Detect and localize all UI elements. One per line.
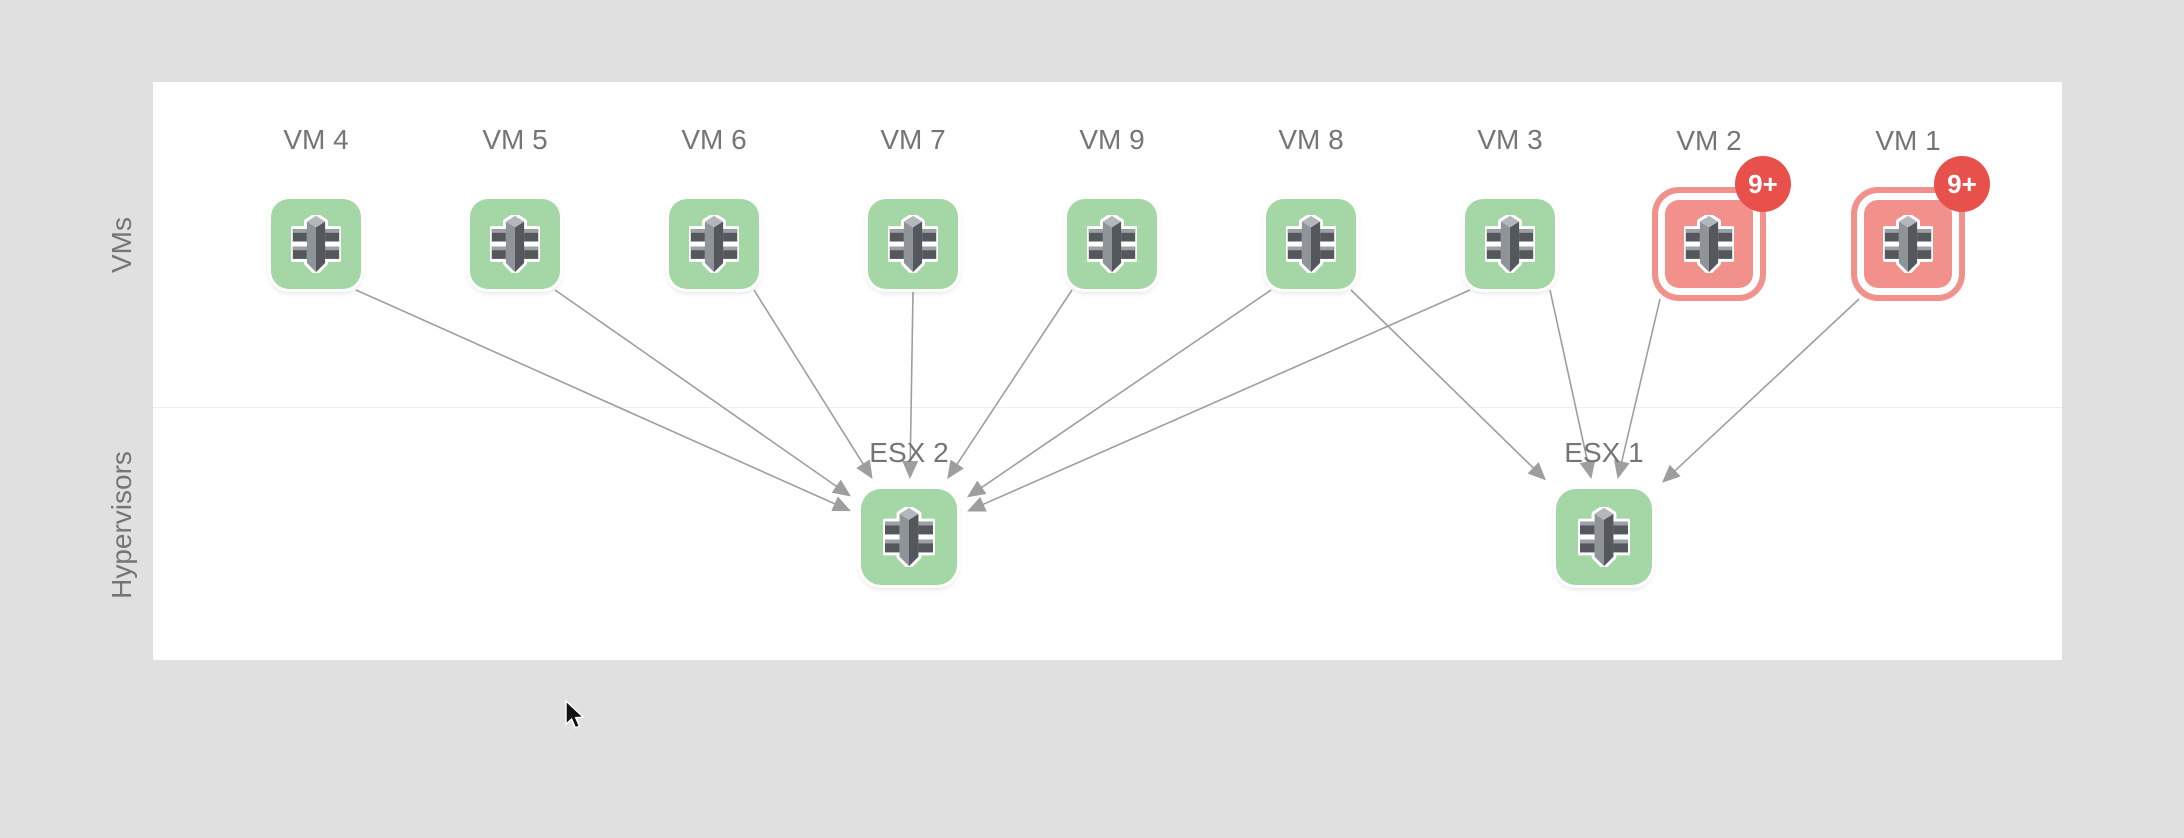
topology-node-vm1[interactable]: VM 1 — [1864, 125, 1990, 288]
node-label: VM 1 — [1875, 125, 1941, 156]
host-icon — [1684, 215, 1734, 273]
node-label: VM 6 — [681, 124, 747, 155]
node-box[interactable] — [868, 199, 958, 289]
edge-vm6-esx2 — [753, 289, 873, 479]
node-box[interactable] — [1465, 199, 1555, 289]
topology-panel: VM 4 — [153, 82, 2062, 660]
topology-node-vm4[interactable]: VM 4 — [271, 124, 361, 289]
node-box[interactable] — [1266, 199, 1356, 289]
node-box[interactable] — [861, 489, 957, 585]
host-icon — [689, 215, 739, 273]
topology-node-vm5[interactable]: VM 5 — [470, 124, 560, 289]
node-label: VM 7 — [880, 124, 946, 155]
mouse-cursor — [565, 700, 586, 729]
edge-vm8-esx1 — [1350, 289, 1546, 481]
node-box[interactable] — [470, 199, 560, 289]
node-box[interactable]: 9+ — [1864, 156, 1990, 288]
edge-vm8-esx2 — [967, 289, 1272, 498]
edge-vm5-esx2 — [554, 289, 851, 497]
topology-node-vm6[interactable]: VM 6 — [669, 124, 759, 289]
node-label: VM 4 — [283, 124, 349, 155]
topology-node-esx1[interactable]: ESX 1 — [1556, 437, 1652, 585]
node-box[interactable]: 9+ — [1665, 156, 1791, 288]
edge-vm2-esx1 — [1613, 298, 1661, 479]
alert-badge: 9+ — [1934, 156, 1990, 212]
row-divider — [153, 407, 2062, 408]
node-label: ESX 1 — [1564, 437, 1644, 468]
edge-vm3-esx2 — [967, 289, 1471, 512]
topology-node-vm8[interactable]: VM 8 — [1266, 124, 1356, 289]
edge-vm3-esx1 — [1549, 289, 1596, 479]
node-box[interactable] — [1556, 489, 1652, 585]
node-box[interactable] — [1067, 199, 1157, 289]
edge-vm9-esx2 — [947, 289, 1073, 479]
alert-badge: 9+ — [1735, 156, 1791, 212]
topology-node-vm9[interactable]: VM 9 — [1067, 124, 1157, 289]
row-label-hypervisors: Hypervisors — [106, 451, 137, 599]
node-box[interactable] — [669, 199, 759, 289]
topology-node-vm2[interactable]: VM 2 — [1665, 125, 1791, 288]
edge-vm1-esx1 — [1662, 298, 1860, 483]
node-label: VM 5 — [482, 124, 548, 155]
topology-node-esx2[interactable]: ESX 2 — [861, 437, 957, 585]
host-icon — [1286, 215, 1336, 273]
node-label: ESX 2 — [869, 437, 949, 468]
host-icon — [291, 215, 341, 273]
edge-vm7-esx2 — [902, 291, 919, 479]
node-label: VM 8 — [1278, 124, 1344, 155]
topology-node-vm3[interactable]: VM 3 — [1465, 124, 1555, 289]
host-icon — [1485, 215, 1535, 273]
node-box[interactable] — [271, 199, 361, 289]
host-icon — [1087, 215, 1137, 273]
edge-vm4-esx2 — [355, 289, 851, 512]
node-label: VM 9 — [1079, 124, 1145, 155]
host-icon — [883, 507, 935, 567]
row-label-vms: VMs — [106, 217, 137, 273]
edges-layer — [355, 289, 1860, 512]
node-label: VM 3 — [1477, 124, 1543, 155]
host-icon — [1578, 507, 1630, 567]
topology-node-vm7[interactable]: VM 7 — [868, 124, 958, 289]
host-icon — [1883, 215, 1933, 273]
host-icon — [888, 215, 938, 273]
host-icon — [490, 215, 540, 273]
node-label: VM 2 — [1676, 125, 1742, 156]
